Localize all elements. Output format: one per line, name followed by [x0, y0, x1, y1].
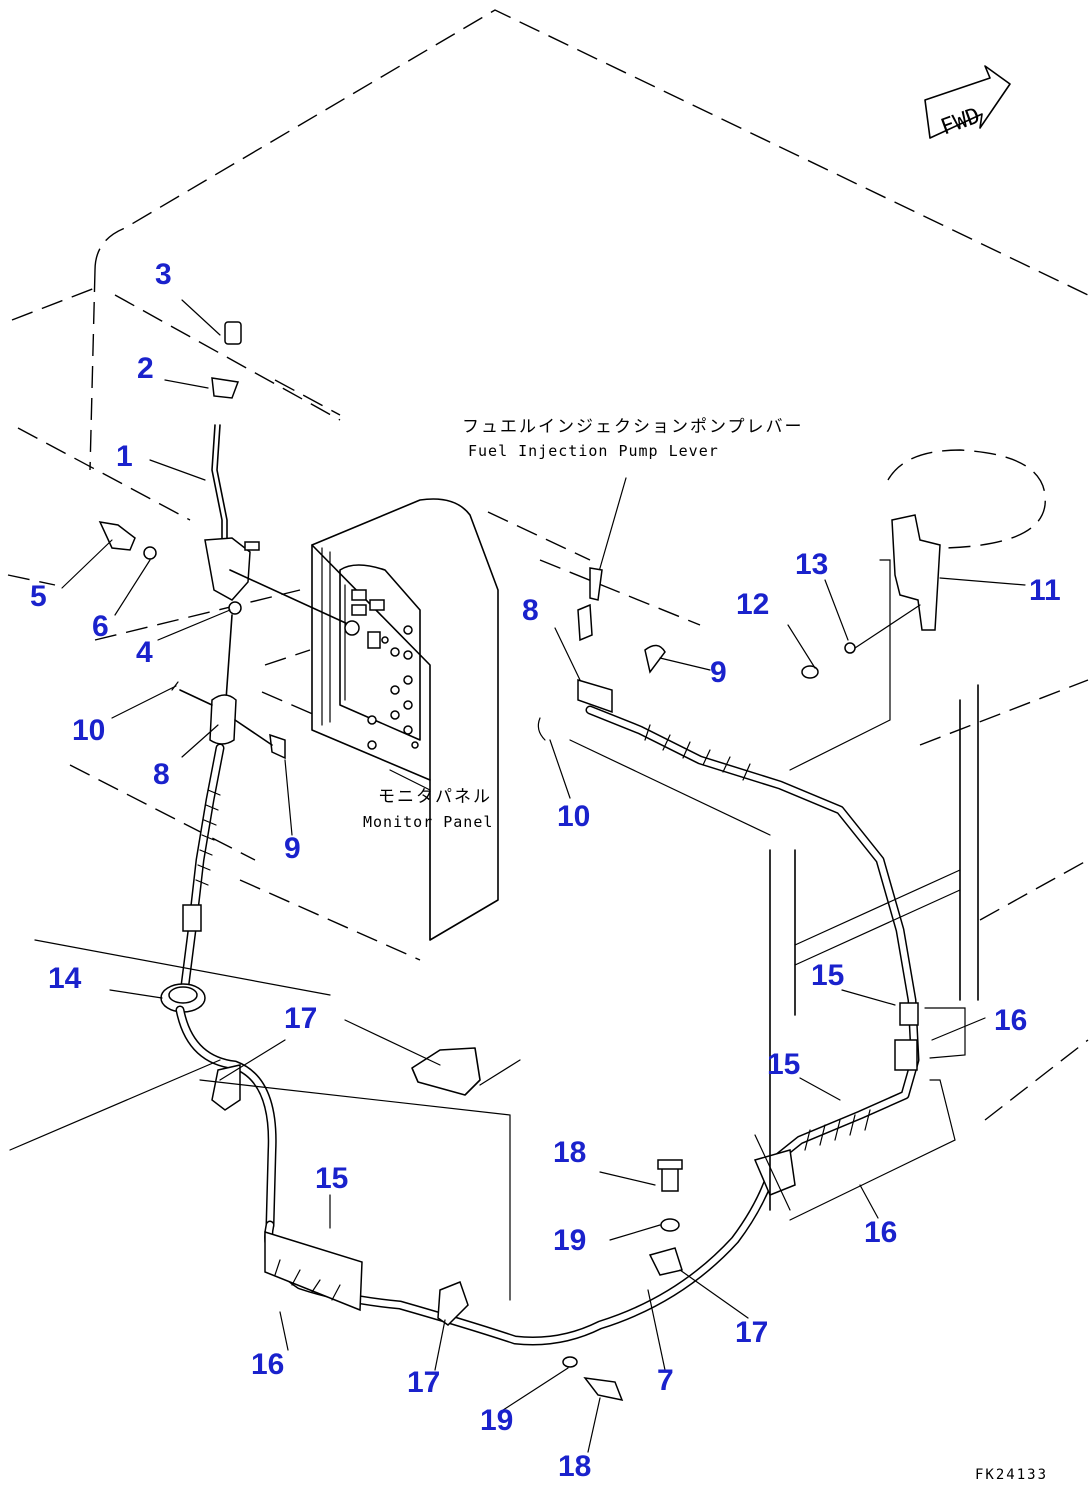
- fuel-control-cable: [160, 705, 920, 1346]
- monitor-panel-caption-jp: モニタパネル: [378, 787, 492, 807]
- monitor-panel: [311, 498, 499, 941]
- callout-5: 5: [30, 580, 47, 613]
- monitor-panel-caption-en: Monitor Panel: [363, 813, 493, 831]
- callout-2: 2: [137, 352, 154, 385]
- captions: フュエルインジェクションポンプレバー Fuel Injection Pump L…: [363, 417, 1048, 1483]
- callout-18-lower: 18: [558, 1450, 591, 1483]
- callout-1: 1: [116, 440, 133, 473]
- callout-17-lower: 17: [407, 1366, 440, 1399]
- callout-19-lower: 19: [480, 1404, 513, 1437]
- leader-lines: [61, 299, 1026, 1453]
- fuel-lever-caption-en: Fuel Injection Pump Lever: [468, 442, 719, 460]
- floor-bracket: [9, 939, 683, 1402]
- callout-3: 3: [155, 258, 172, 291]
- forward-direction-arrow: FWD: [924, 65, 1011, 141]
- callout-19-upper: 19: [553, 1224, 586, 1257]
- callout-15-lower: 15: [315, 1162, 348, 1195]
- callout-6: 6: [92, 610, 109, 643]
- callout-4: 4: [136, 636, 153, 669]
- callout-16-right: 16: [994, 1004, 1027, 1037]
- fuel-lever-caption-jp: フュエルインジェクションポンプレバー: [462, 417, 804, 437]
- callout-15-mid: 15: [767, 1048, 800, 1081]
- callout-14: 14: [48, 962, 82, 995]
- callout-10-right: 10: [557, 800, 590, 833]
- fuel-control-dial-assembly: [98, 321, 360, 760]
- callout-8-right: 8: [522, 594, 539, 627]
- drawing-code: FK24133: [975, 1467, 1048, 1483]
- callout-7: 7: [657, 1364, 674, 1397]
- callout-11: 11: [1029, 574, 1061, 607]
- callout-17-right: 17: [735, 1316, 768, 1349]
- callout-18-upper: 18: [553, 1136, 586, 1169]
- callout-9-left: 9: [284, 832, 301, 865]
- injection-pump-lever-assembly: [537, 477, 979, 1221]
- cab-outline: [7, 9, 1089, 1121]
- callout-12: 12: [736, 588, 769, 621]
- callout-16-lower: 16: [251, 1348, 284, 1381]
- fwd-label: FWD: [938, 103, 984, 140]
- callout-17-upper: 17: [284, 1002, 317, 1035]
- callout-16-mid: 16: [864, 1216, 897, 1249]
- callout-9-right: 9: [710, 656, 727, 689]
- callout-15-right: 15: [811, 959, 844, 992]
- callout-8-left: 8: [153, 758, 170, 791]
- callout-numbers: 3 2 1 5 6 4 10 8 9 14 17 15 16 17 19 18 …: [30, 258, 1061, 1483]
- callout-10-left: 10: [72, 714, 105, 747]
- callout-13: 13: [795, 548, 828, 581]
